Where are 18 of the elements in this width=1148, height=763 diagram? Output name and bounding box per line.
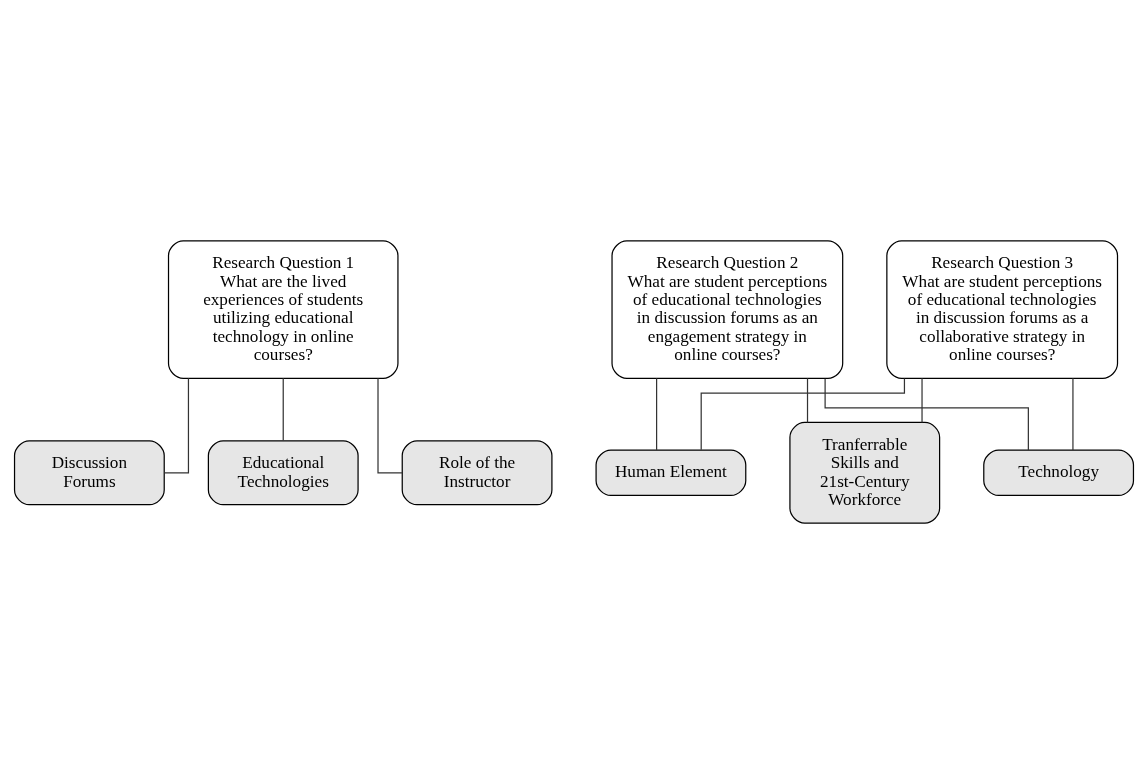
connector [282,377,284,441]
connector [700,377,906,450]
connector [824,377,1029,451]
node-box: Role of the Instructor [401,439,553,505]
node-box: Tranferrable Skills and 21st-Century Workforce [789,421,941,524]
node-box: Discussion Forums [13,439,165,505]
node-box: Human Element [595,448,747,496]
connector [163,377,190,473]
node-box: Research Question 1 What are the lived experiences of students utilizing educational technology in online courses? [167,239,399,379]
connector [1072,377,1074,451]
connector [377,377,403,473]
node-box: Research Question 3 What are student perceptions of educational technologies in discussion forums as a collaborative strategy in online courses? [886,239,1119,379]
node-box: Technology [983,448,1135,496]
connector [806,377,809,423]
node-box: Research Question 2 What are student perceptions of educational technologies in discussion forums as an engagement strategy in online courses? [611,239,844,379]
connector [921,377,923,423]
connector [656,377,658,451]
node-box: Educational Technologies [207,439,359,505]
